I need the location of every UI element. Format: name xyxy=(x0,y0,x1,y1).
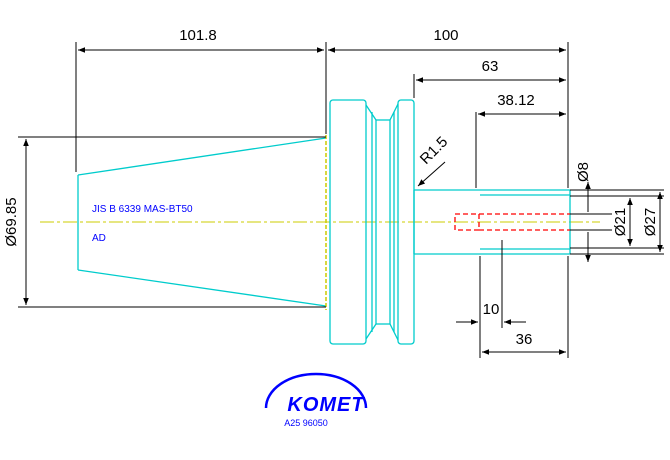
dim-gauge-to-end: 63 xyxy=(482,58,499,75)
dim-depth-large: 36 xyxy=(516,331,533,348)
shank xyxy=(413,189,571,255)
dim-taper-length: 101.8 xyxy=(179,27,217,44)
dim-overall-length: 100 xyxy=(433,27,458,44)
hidden-bore xyxy=(454,213,570,231)
dim-radius: R1.5 xyxy=(417,133,451,167)
dim-taper-diameter: Ø69.85 xyxy=(3,197,20,246)
flange xyxy=(329,99,415,345)
part-number: A25 96050 xyxy=(284,418,328,428)
dim-shank-length: 38.12 xyxy=(497,92,535,109)
taper-body xyxy=(77,137,327,307)
dimension-lines xyxy=(18,42,664,358)
dim-outer-diameter: Ø27 xyxy=(642,208,659,236)
standard-note: JIS B 6339 MAS-BT50 xyxy=(92,204,193,215)
dim-shank-diameter: Ø21 xyxy=(612,208,629,236)
dim-depth-small: 10 xyxy=(483,301,500,318)
komet-logo: KOMET xyxy=(264,372,368,416)
dim-bore-diameter: Ø8 xyxy=(575,162,592,182)
variant-note: AD xyxy=(92,233,106,244)
logo-text: KOMET xyxy=(287,394,365,416)
